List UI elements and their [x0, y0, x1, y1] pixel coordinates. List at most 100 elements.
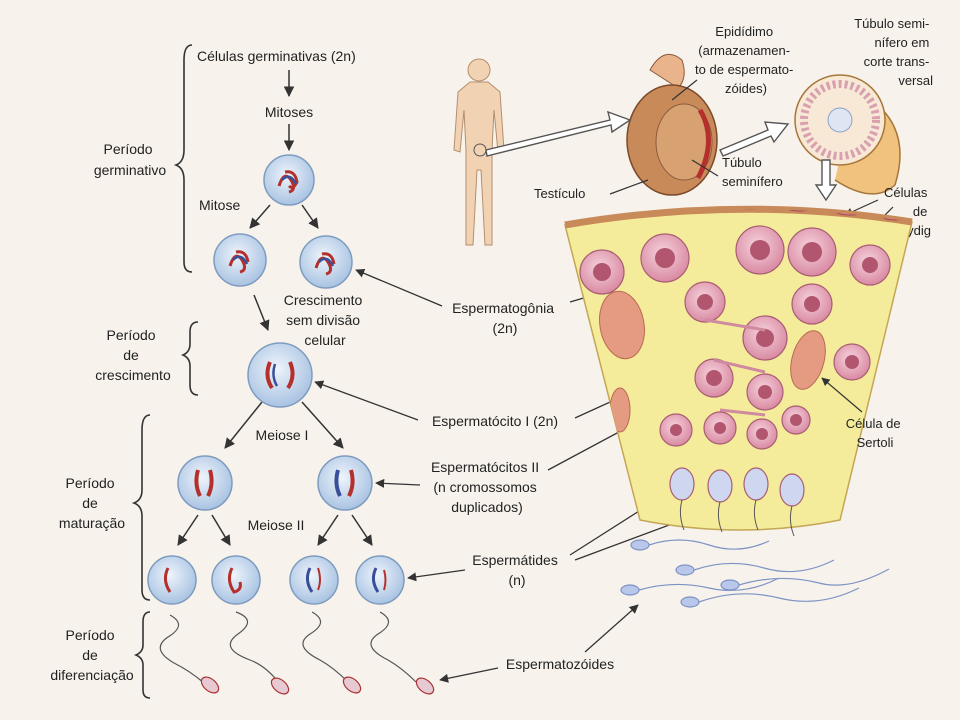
spermatids-line1: Espermátides [472, 552, 558, 568]
arrow-to-growth [253, 294, 270, 331]
epididymis-line2: (armazenamen- [698, 43, 790, 58]
growth-note-line3: celular [304, 332, 346, 348]
period-germinative-line1: Período [104, 141, 153, 157]
period-maturation-line3: maturação [59, 515, 125, 531]
differentiating-sperm-2 [229, 611, 290, 695]
period-brackets [131, 44, 199, 699]
epididymis-label: Epidídimo (armazenamen- to de espermato-… [695, 24, 797, 96]
pointer-secondary-left [375, 478, 421, 488]
zoom-arrows [485, 110, 838, 202]
epididymis-line3: to de espermato- [695, 62, 793, 77]
spermatogonia-label: Espermatogônia (2n) [452, 300, 558, 336]
pointer-spermatozoa-left [439, 667, 499, 683]
arrow-meiosis2-d [351, 514, 373, 546]
primary-spermatocyte [247, 342, 313, 408]
differentiating-sperm-3 [302, 611, 362, 694]
period-differentiation-line3: diferenciação [50, 667, 133, 683]
wedge-tails [679, 499, 795, 537]
period-maturation-line2: de [82, 495, 98, 511]
pointer-spermatogonia-left [355, 268, 443, 307]
seminiferous-tubule-line1: Túbulo [722, 155, 762, 170]
free-spermatozoa [620, 539, 890, 608]
spermatogonia-line1: Espermatogônia [452, 300, 554, 316]
free-sperm-1 [630, 539, 770, 551]
spermatogonium-left [213, 233, 267, 287]
sertoli-cells [599, 290, 826, 433]
bracket-growth [180, 321, 199, 396]
free-sperm-2 [675, 559, 835, 576]
secondary-spermatocytes-line3: duplicados) [451, 499, 523, 515]
seminiferous-cross-line2: nífero em [874, 35, 929, 50]
arrow-meiosis1-left [224, 401, 263, 449]
period-growth-line3: crescimento [95, 367, 171, 383]
arrow-meiosis2-b [211, 514, 231, 546]
bracket-germinative [173, 44, 193, 273]
spermatid-3 [289, 555, 339, 605]
pointer-epididymis [671, 79, 698, 101]
free-sperm-3 [620, 577, 780, 596]
tubule-wedge [564, 205, 913, 537]
differentiating-sperm-group [159, 611, 435, 695]
seminiferous-cross-line4: versal [898, 73, 933, 88]
secondary-spermatocyte-left [177, 455, 233, 511]
sertoli-label: Célula de Sertoli [846, 416, 905, 450]
tubule-cross-section [794, 74, 901, 195]
secondary-spermatocytes-line2: (n cromossomos [433, 479, 536, 495]
growth-note-label: Crescimento sem divisão celular [284, 292, 366, 348]
secondary-spermatocytes-line1: Espermatócitos II [431, 459, 539, 475]
pointer-testicle [609, 179, 649, 195]
epididymis-line4: zóides) [725, 81, 767, 96]
pointer-spermatozoa-right [584, 604, 639, 653]
testicle-illustration [626, 53, 718, 196]
arrow-mitosis-left [249, 204, 271, 229]
mitoses-label: Mitoses [265, 104, 313, 120]
pointer-sertoli [821, 377, 863, 413]
cell-bridges [704, 318, 766, 417]
free-sperm-4 [680, 587, 860, 608]
mitosis-label: Mitose [199, 197, 240, 213]
differentiating-sperm-1 [159, 614, 220, 694]
bracket-differentiation [133, 611, 151, 699]
meiosis-1-label: Meiose I [256, 427, 309, 443]
zoom-arrow-tubule-to-wedge [814, 159, 838, 202]
secondary-spermatocyte-right [317, 455, 373, 511]
germ-cells-label: Células germinativas (2n) [197, 48, 356, 64]
period-germinative-label: Período germinativo [94, 141, 167, 178]
seminiferous-tubule-line2: seminífero [722, 174, 783, 189]
period-differentiation-line2: de [82, 647, 98, 663]
period-differentiation-label: Período de diferenciação [50, 627, 133, 683]
spermatid-2 [211, 555, 261, 605]
spermatids-label: Espermátides (n) [472, 552, 561, 588]
arrow-meiosis2-c [317, 514, 339, 546]
germ-cell [263, 154, 315, 206]
leydig-line1: Células [884, 185, 928, 200]
free-sperm-5 [720, 568, 890, 591]
period-growth-label: Período de crescimento [95, 327, 171, 383]
period-germinative-line2: germinativo [94, 162, 167, 178]
spermatogonium-right [299, 235, 353, 289]
differentiating-sperm-4 [370, 611, 435, 695]
testicle-label: Testículo [534, 186, 585, 201]
growth-note-line1: Crescimento [284, 292, 363, 308]
seminiferous-tubule-label: Túbulo seminífero [722, 155, 783, 189]
period-growth-line2: de [123, 347, 139, 363]
flow-arrows [177, 70, 373, 546]
inner-dots [593, 240, 878, 440]
seminiferous-cross-line3: corte trans- [864, 54, 930, 69]
pointer-primary-left [314, 380, 419, 421]
seminiferous-cross-label: Túbulo semi- nífero em corte trans- vers… [854, 16, 933, 88]
arrow-meiosis1-right [301, 401, 344, 449]
zoom-arrow-body-to-testicle [485, 110, 632, 157]
pointer-seminiferous-tubule [691, 159, 719, 177]
sertoli-line1: Célula de [846, 416, 901, 431]
seminiferous-cross-line1: Túbulo semi- [854, 16, 929, 31]
arrow-mitosis-right [301, 204, 319, 229]
spermatid-1 [147, 555, 197, 605]
human-figure [453, 58, 505, 246]
bracket-maturation [131, 414, 151, 601]
spermatids-line2: (n) [508, 572, 525, 588]
period-growth-line1: Período [107, 327, 156, 343]
sertoli-line2: Sertoli [857, 435, 894, 450]
